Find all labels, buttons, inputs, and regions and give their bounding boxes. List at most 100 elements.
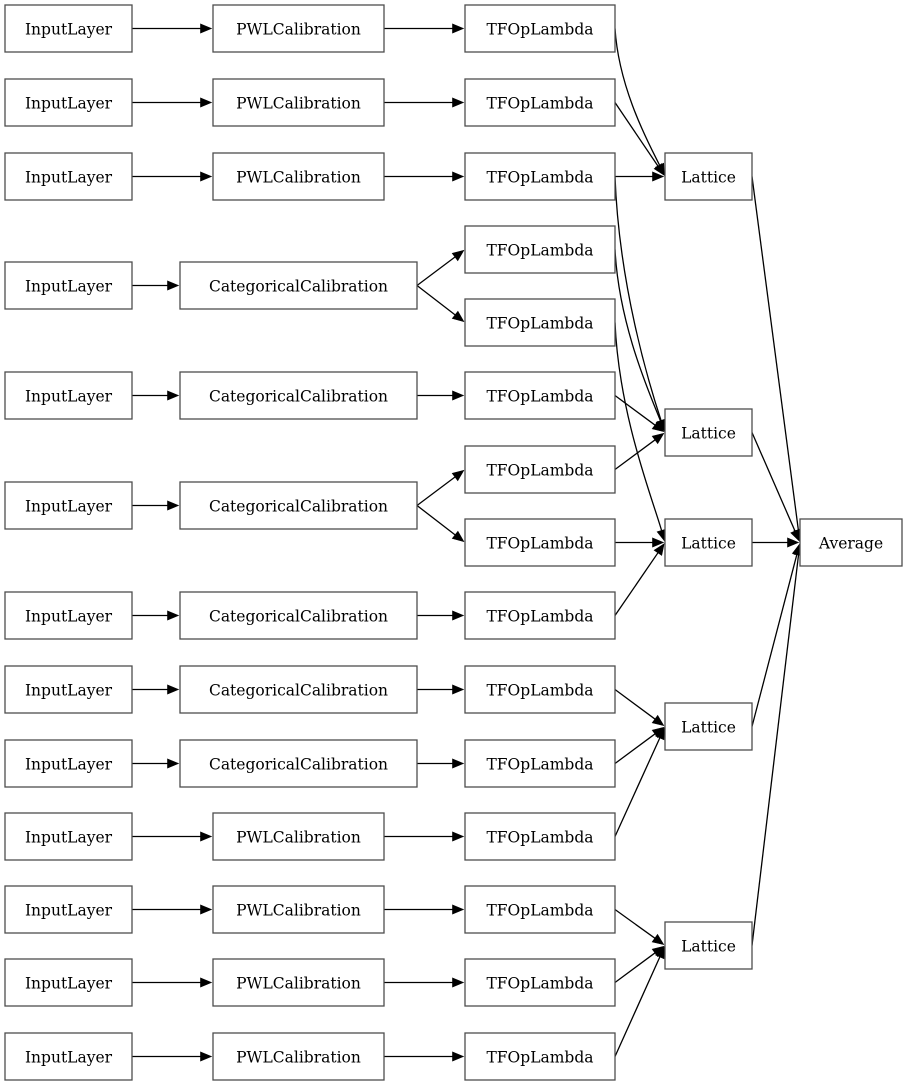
graph-edge-cal13-to-op15 xyxy=(384,1051,465,1062)
graph-edge-op2-to-lat1 xyxy=(614,102,665,176)
graph-node-in2[interactable]: InputLayer xyxy=(4,78,133,127)
node-box xyxy=(4,591,133,640)
graph-node-cal9[interactable]: CategoricalCalibration xyxy=(179,739,418,788)
graph-node-in4[interactable]: InputLayer xyxy=(4,261,133,310)
graph-node-in3[interactable]: InputLayer xyxy=(4,152,133,201)
graph-node-cal11[interactable]: PWLCalibration xyxy=(212,885,385,934)
graph-node-cal1[interactable]: PWLCalibration xyxy=(212,4,385,53)
node-box xyxy=(799,518,903,567)
edge-arrowhead-icon xyxy=(451,530,465,543)
edge-arrowhead-icon xyxy=(451,310,465,323)
node-box xyxy=(4,958,133,1007)
graph-node-cal8[interactable]: CategoricalCalibration xyxy=(179,665,418,714)
graph-edge-op1-to-lat1 xyxy=(614,28,665,176)
graph-node-op6[interactable]: TFOpLambda xyxy=(464,371,616,420)
graph-node-cal6[interactable]: CategoricalCalibration xyxy=(179,481,418,530)
graph-edge-in12-to-cal12 xyxy=(132,977,213,988)
graph-node-in6[interactable]: InputLayer xyxy=(4,481,133,530)
graph-node-op1[interactable]: TFOpLambda xyxy=(464,4,616,53)
graph-edge-in5-to-cal5 xyxy=(132,390,180,401)
edge-line xyxy=(751,176,800,531)
graph-node-cal13[interactable]: PWLCalibration xyxy=(212,1032,385,1081)
graph-node-op12[interactable]: TFOpLambda xyxy=(464,812,616,861)
node-box xyxy=(4,665,133,714)
edge-arrowhead-icon xyxy=(452,831,465,842)
node-box xyxy=(179,371,418,420)
edge-arrowhead-icon xyxy=(200,831,213,842)
edge-arrowhead-icon xyxy=(651,420,665,433)
node-box xyxy=(464,958,616,1007)
graph-node-op15[interactable]: TFOpLambda xyxy=(464,1032,616,1081)
edge-arrowhead-icon xyxy=(787,537,800,548)
graph-node-op7[interactable]: TFOpLambda xyxy=(464,445,616,494)
graph-node-in13[interactable]: InputLayer xyxy=(4,1032,133,1081)
graph-node-op4[interactable]: TFOpLambda xyxy=(464,225,616,274)
edge-arrowhead-icon xyxy=(167,758,180,769)
graph-node-cal5[interactable]: CategoricalCalibration xyxy=(179,371,418,420)
graph-node-in5[interactable]: InputLayer xyxy=(4,371,133,420)
node-box xyxy=(179,591,418,640)
graph-node-cal2[interactable]: PWLCalibration xyxy=(212,78,385,127)
graph-node-op5[interactable]: TFOpLambda xyxy=(464,298,616,347)
graph-node-cal3[interactable]: PWLCalibration xyxy=(212,152,385,201)
edge-line xyxy=(751,554,798,727)
graph-node-op10[interactable]: TFOpLambda xyxy=(464,665,616,714)
edge-arrowhead-icon xyxy=(652,171,665,182)
node-box xyxy=(4,261,133,310)
edge-arrowhead-icon xyxy=(200,23,213,34)
node-box xyxy=(212,4,385,53)
edge-line xyxy=(416,476,456,507)
edge-arrowhead-icon xyxy=(452,610,465,621)
graph-node-lat3[interactable]: Lattice xyxy=(664,518,753,567)
edge-arrowhead-icon xyxy=(653,543,665,556)
graph-node-in11[interactable]: InputLayer xyxy=(4,885,133,934)
edge-line xyxy=(614,733,656,765)
edge-arrowhead-icon xyxy=(651,432,665,445)
graph-node-op8[interactable]: TFOpLambda xyxy=(464,518,616,567)
graph-node-cal7[interactable]: CategoricalCalibration xyxy=(179,591,418,640)
edge-arrowhead-icon xyxy=(655,946,665,960)
graph-node-in10[interactable]: InputLayer xyxy=(4,812,133,861)
graph-node-lat4[interactable]: Lattice xyxy=(664,702,753,751)
graph-node-op14[interactable]: TFOpLambda xyxy=(464,958,616,1007)
edge-arrowhead-icon xyxy=(200,904,213,915)
graph-node-cal10[interactable]: PWLCalibration xyxy=(212,812,385,861)
graph-edge-op13-to-lat5 xyxy=(614,908,665,946)
edge-arrowhead-icon xyxy=(655,727,665,741)
edge-arrowhead-icon xyxy=(200,1051,213,1062)
graph-node-op2[interactable]: TFOpLambda xyxy=(464,78,616,127)
graph-edge-in7-to-cal7 xyxy=(132,610,180,621)
edge-line xyxy=(751,432,796,532)
graph-node-in9[interactable]: InputLayer xyxy=(4,739,133,788)
graph-node-lat1[interactable]: Lattice xyxy=(664,152,753,201)
graph-edge-op9-to-lat3 xyxy=(614,543,665,616)
graph-node-cal12[interactable]: PWLCalibration xyxy=(212,958,385,1007)
node-box xyxy=(212,78,385,127)
graph-node-op13[interactable]: TFOpLambda xyxy=(464,885,616,934)
edge-arrowhead-icon xyxy=(200,977,213,988)
graph-node-cal4[interactable]: CategoricalCalibration xyxy=(179,261,418,310)
graph-edge-op8-to-lat3 xyxy=(615,537,665,548)
graph-node-in12[interactable]: InputLayer xyxy=(4,958,133,1007)
node-box xyxy=(179,481,418,530)
edge-line xyxy=(751,554,800,946)
graph-node-in7[interactable]: InputLayer xyxy=(4,591,133,640)
graph-node-avg[interactable]: Average xyxy=(799,518,903,567)
graph-edge-in8-to-cal8 xyxy=(132,684,180,695)
node-box xyxy=(4,812,133,861)
graph-node-op9[interactable]: TFOpLambda xyxy=(464,591,616,640)
node-box xyxy=(464,739,616,788)
edge-line xyxy=(614,394,656,426)
edge-arrowhead-icon xyxy=(790,528,800,542)
graph-node-in8[interactable]: InputLayer xyxy=(4,665,133,714)
graph-node-op11[interactable]: TFOpLambda xyxy=(464,739,616,788)
graph-node-in1[interactable]: InputLayer xyxy=(4,4,133,53)
edge-arrowhead-icon xyxy=(167,684,180,695)
graph-edge-lat4-to-avg xyxy=(751,543,802,727)
node-box xyxy=(212,812,385,861)
graph-node-op3[interactable]: TFOpLambda xyxy=(464,152,616,201)
node-box xyxy=(664,518,753,567)
graph-node-lat2[interactable]: Lattice xyxy=(664,408,753,457)
graph-node-lat5[interactable]: Lattice xyxy=(664,921,753,970)
